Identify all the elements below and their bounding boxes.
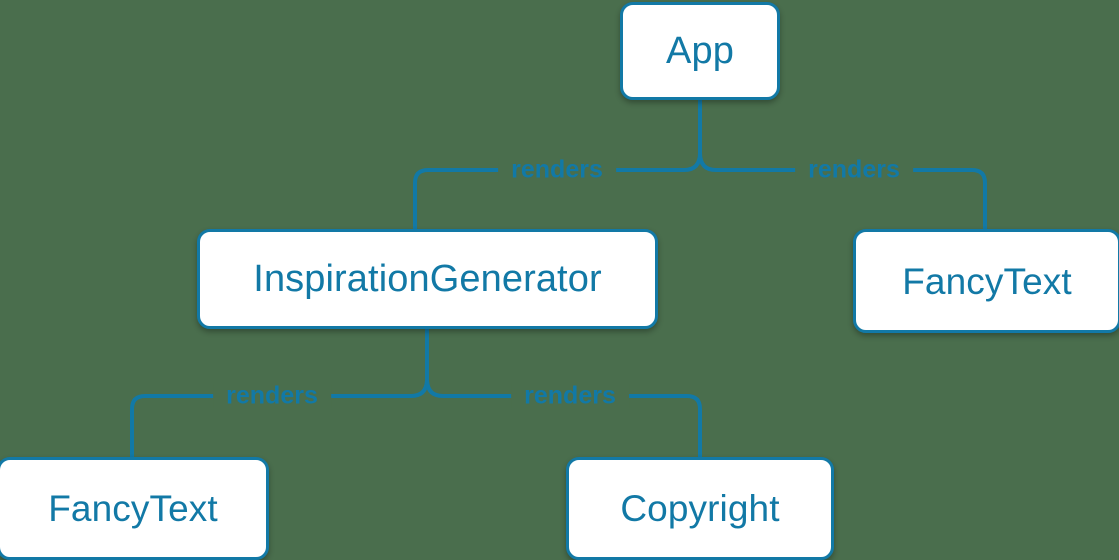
node-app[interactable]: App xyxy=(620,2,780,100)
edge-label-inspirationgenerator-to-copyright: renders xyxy=(511,383,629,409)
node-inspirationgenerator-label: InspirationGenerator xyxy=(253,258,602,300)
edge-label-inspirationgenerator-to-fancytext: renders xyxy=(213,383,331,409)
node-fancytext-right[interactable]: FancyText xyxy=(853,229,1119,333)
node-copyright-label: Copyright xyxy=(620,488,780,529)
edge-inspirationgenerator-to-fancytext xyxy=(130,378,429,457)
node-fancytext-bottom-label: FancyText xyxy=(48,488,218,529)
node-inspirationgenerator[interactable]: InspirationGenerator xyxy=(197,229,658,329)
edge-inspirationgenerator-to-copyright xyxy=(425,378,702,457)
node-fancytext-right-label: FancyText xyxy=(902,260,1072,302)
node-copyright[interactable]: Copyright xyxy=(566,457,834,560)
node-fancytext-bottom[interactable]: FancyText xyxy=(0,457,269,560)
edge-app-to-inspirationgenerator xyxy=(413,152,702,229)
edge-app-to-fancytext xyxy=(698,152,987,229)
edge-label-app-to-inspirationgenerator: renders xyxy=(498,157,616,183)
edge-label-app-to-fancytext: renders xyxy=(795,157,913,183)
node-app-label: App xyxy=(666,30,734,72)
